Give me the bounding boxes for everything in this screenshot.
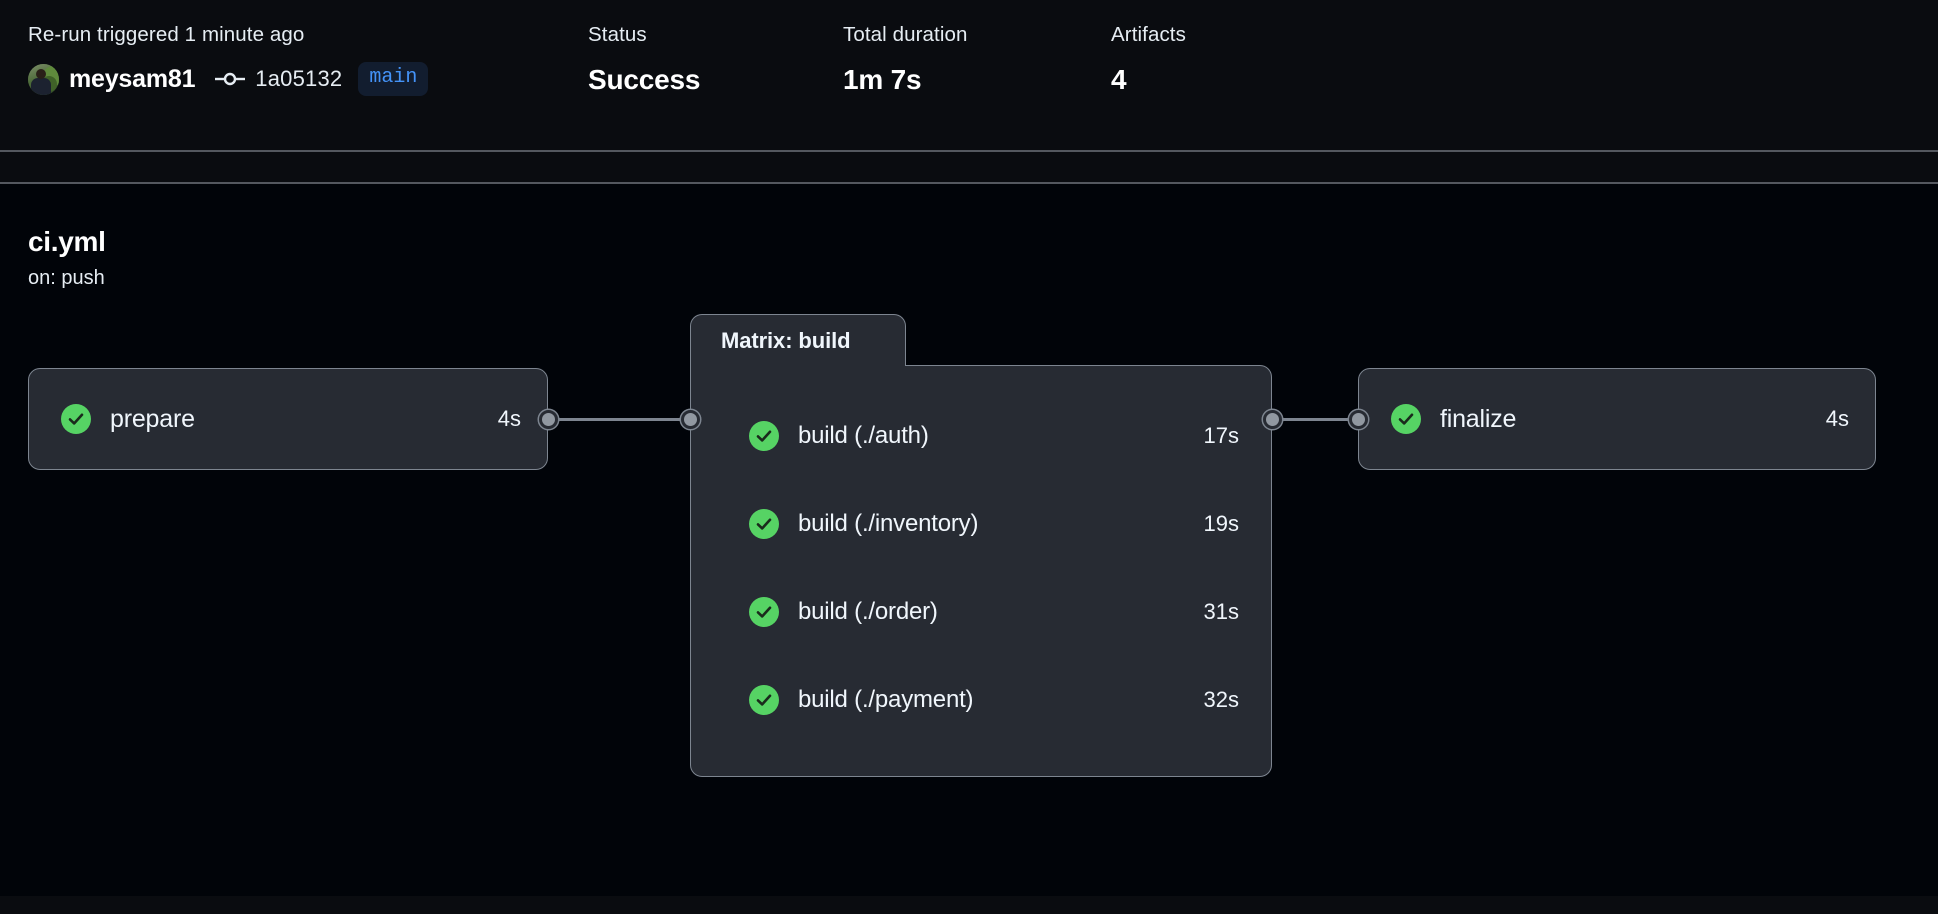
matrix-job-name: build (./auth) — [798, 421, 929, 449]
workflow-canvas[interactable]: prepare 4s Matrix: build build (./auth) … — [28, 314, 1938, 852]
artifacts-label: Artifacts — [1111, 23, 1186, 46]
run-summary-grid: Re-run triggered 1 minute ago meysam81 — [28, 22, 1938, 97]
matrix-group-title: Matrix: build — [721, 327, 851, 353]
commit-sha[interactable]: 1a05132 — [255, 66, 343, 91]
success-check-icon — [749, 684, 779, 715]
job-row: finalize 4s — [1391, 404, 1849, 434]
artifacts-column: Artifacts 4 — [1111, 22, 1371, 97]
run-summary-header: Re-run triggered 1 minute ago meysam81 — [0, 0, 1938, 150]
success-check-icon — [749, 508, 779, 539]
trigger-details: meysam81 1a05132 main — [28, 62, 588, 96]
edge-prepare-to-matrix — [556, 418, 683, 421]
trigger-column: Re-run triggered 1 minute ago meysam81 — [28, 22, 588, 96]
job-name: prepare — [110, 404, 195, 433]
connector-handle-matrix-output[interactable] — [1263, 410, 1282, 429]
artifacts-value[interactable]: 4 — [1111, 64, 1127, 95]
header-divider-top — [0, 150, 1938, 152]
job-duration: 4s — [1825, 406, 1849, 431]
header-divider-gap — [0, 152, 1938, 182]
workflow-graph-area: ci.yml on: push prepare 4s Matrix: build — [0, 184, 1938, 896]
job-row: prepare 4s — [61, 404, 521, 434]
matrix-job-duration: 17s — [1203, 422, 1239, 448]
success-check-icon — [749, 596, 779, 627]
duration-value: 1m 7s — [843, 64, 922, 95]
matrix-job-row[interactable]: build (./order) 31s — [691, 590, 1271, 634]
matrix-job-row[interactable]: build (./payment) 32s — [691, 678, 1271, 722]
avatar-torso — [31, 77, 51, 95]
job-node-finalize[interactable]: finalize 4s — [1358, 368, 1876, 470]
status-label: Status — [588, 23, 647, 46]
status-column: Status Success — [588, 22, 843, 97]
duration-column: Total duration 1m 7s — [843, 22, 1111, 97]
matrix-job-name: build (./order) — [798, 597, 938, 625]
duration-label: Total duration — [843, 23, 968, 46]
connector-handle-finalize-input[interactable] — [1349, 410, 1368, 429]
status-value: Success — [588, 64, 701, 95]
matrix-job-name: build (./inventory) — [798, 509, 979, 537]
matrix-job-row[interactable]: build (./inventory) 19s — [691, 502, 1271, 546]
git-commit-icon — [215, 70, 246, 88]
avatar[interactable] — [28, 63, 59, 95]
matrix-job-row[interactable]: build (./auth) 17s — [691, 414, 1271, 458]
matrix-group-build[interactable]: Matrix: build build (./auth) 17s — [690, 314, 1272, 777]
matrix-job-duration: 19s — [1203, 510, 1239, 536]
job-name: finalize — [1440, 404, 1517, 433]
success-check-icon — [61, 404, 91, 434]
matrix-group-header[interactable]: Matrix: build — [690, 314, 906, 366]
job-duration: 4s — [497, 406, 521, 431]
matrix-job-duration: 31s — [1203, 598, 1239, 624]
matrix-job-name: build (./payment) — [798, 685, 974, 713]
connector-handle-prepare-output[interactable] — [539, 410, 558, 429]
connector-handle-matrix-input[interactable] — [681, 410, 700, 429]
matrix-job-duration: 32s — [1203, 686, 1239, 712]
header-divider-bottom — [0, 182, 1938, 184]
success-check-icon — [749, 420, 779, 451]
branch-badge[interactable]: main — [358, 62, 429, 96]
success-check-icon — [1391, 404, 1421, 434]
edge-matrix-to-finalize — [1280, 418, 1351, 421]
workflow-trigger-event: on: push — [28, 267, 105, 289]
actor-name[interactable]: meysam81 — [69, 64, 196, 93]
avatar-head — [36, 68, 46, 79]
matrix-group-body: build (./auth) 17s build (./inventory) 1… — [690, 364, 1272, 777]
job-node-prepare[interactable]: prepare 4s — [28, 368, 548, 470]
trigger-label: Re-run triggered 1 minute ago — [28, 23, 305, 46]
workflow-title: ci.yml — [28, 226, 106, 257]
